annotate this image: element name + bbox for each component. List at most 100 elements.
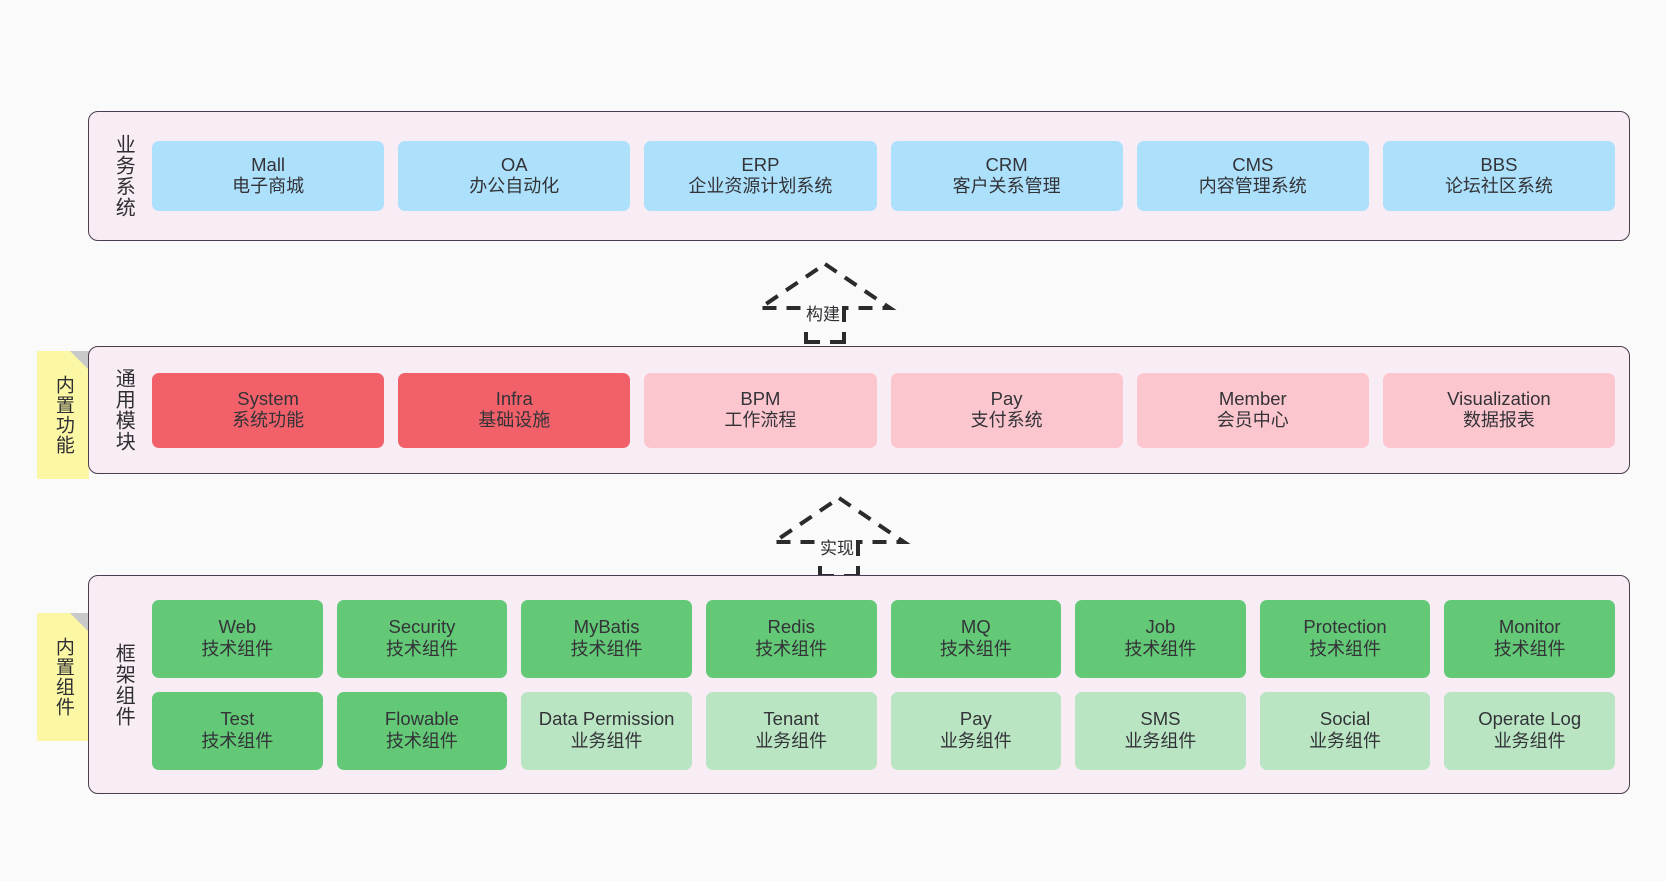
card-social[interactable]: Social 业务组件 — [1259, 691, 1431, 770]
card-subtitle: 技术组件 — [201, 638, 274, 659]
card-title: MQ — [960, 616, 991, 638]
card-title: Monitor — [1498, 616, 1561, 638]
card-title: Security — [388, 616, 456, 638]
card-subtitle: 基础设施 — [478, 410, 551, 431]
card-title: Member — [1218, 387, 1287, 409]
card-subtitle: 办公自动化 — [469, 176, 560, 197]
layer-framework-components: 框架组件 Web 技术组件 Security 技术组件 MyBatis 技术组件… — [88, 575, 1630, 794]
card-title: System — [237, 387, 299, 409]
card-title: Operate Log — [1478, 708, 1582, 730]
card-operate-log[interactable]: Operate Log 业务组件 — [1444, 691, 1615, 770]
card-subtitle: 技术组件 — [1493, 638, 1566, 659]
card-sms[interactable]: SMS 业务组件 — [1075, 691, 1246, 770]
card-subtitle: 技术组件 — [570, 638, 643, 659]
sticky-note-label: 内置功能 — [52, 375, 74, 455]
card-title: Social — [1319, 708, 1371, 730]
card-subtitle: 企业资源计划系统 — [688, 176, 833, 197]
connector-build: 构建 — [753, 261, 898, 344]
card-subtitle: 业务组件 — [1124, 730, 1197, 751]
card-system[interactable]: System 系统功能 — [152, 372, 385, 448]
card-member[interactable]: Member 会员中心 — [1136, 372, 1369, 448]
card-title: Protection — [1303, 616, 1387, 638]
layer-title-common-modules: 通用模块 — [112, 368, 135, 452]
card-security[interactable]: Security 技术组件 — [336, 599, 508, 678]
card-subtitle: 业务组件 — [755, 730, 828, 751]
card-subtitle: 技术组件 — [1309, 638, 1382, 659]
connector-implement-label: 实现 — [818, 534, 856, 559]
card-title: Visualization — [1447, 387, 1551, 409]
card-subtitle: 技术组件 — [201, 730, 274, 751]
card-oa[interactable]: OA 办公自动化 — [398, 141, 631, 211]
card-erp[interactable]: ERP 企业资源计划系统 — [644, 141, 877, 211]
card-subtitle: 业务组件 — [1309, 730, 1382, 751]
card-pay-component[interactable]: Pay 业务组件 — [890, 691, 1062, 770]
card-title: Mall — [251, 153, 286, 175]
card-subtitle: 技术组件 — [385, 638, 458, 659]
card-flowable[interactable]: Flowable 技术组件 — [336, 691, 508, 770]
layer-business-system: 业务系统 Mall 电子商城 OA 办公自动化 ERP 企业资源计划系统 CRM… — [88, 111, 1630, 241]
card-title: BPM — [740, 387, 781, 409]
card-title: Redis — [767, 616, 815, 638]
card-test[interactable]: Test 技术组件 — [152, 691, 323, 770]
card-crm[interactable]: CRM 客户关系管理 — [890, 141, 1123, 211]
card-subtitle: 内容管理系统 — [1198, 176, 1307, 197]
card-web[interactable]: Web 技术组件 — [152, 599, 323, 678]
card-title: Tenant — [763, 708, 819, 730]
card-title: ERP — [741, 153, 780, 175]
card-visualization[interactable]: Visualization 数据报表 — [1382, 372, 1616, 448]
card-infra[interactable]: Infra 基础设施 — [398, 372, 631, 448]
layer-body-business-system: Mall 电子商城 OA 办公自动化 ERP 企业资源计划系统 CRM 客户关系… — [144, 112, 1629, 240]
layer-title-business-system: 业务系统 — [112, 134, 135, 218]
card-cms[interactable]: CMS 内容管理系统 — [1136, 141, 1369, 211]
card-mq[interactable]: MQ 技术组件 — [890, 599, 1062, 678]
card-subtitle: 技术组件 — [939, 638, 1012, 659]
card-subtitle: 工作流程 — [724, 410, 797, 431]
sticky-note-builtin-features: 内置功能 — [37, 351, 89, 479]
card-subtitle: 数据报表 — [1462, 410, 1535, 431]
layer-common-modules: 通用模块 System 系统功能 Infra 基础设施 BPM 工作流程 Pay… — [88, 346, 1630, 474]
layer-title-framework-components: 框架组件 — [112, 642, 135, 727]
card-mybatis[interactable]: MyBatis 技术组件 — [521, 599, 692, 678]
card-subtitle: 会员中心 — [1216, 410, 1289, 431]
card-title: CMS — [1232, 153, 1274, 175]
card-pay-module[interactable]: Pay 支付系统 — [890, 372, 1123, 448]
card-job[interactable]: Job 技术组件 — [1075, 599, 1246, 678]
card-bbs[interactable]: BBS 论坛社区系统 — [1382, 141, 1616, 211]
card-subtitle: 客户关系管理 — [952, 176, 1061, 197]
card-title: Pay — [990, 387, 1023, 409]
card-title: CRM — [985, 153, 1028, 175]
card-bpm[interactable]: BPM 工作流程 — [644, 372, 877, 448]
card-tenant[interactable]: Tenant 业务组件 — [705, 691, 877, 770]
card-subtitle: 电子商城 — [232, 176, 305, 197]
card-subtitle: 技术组件 — [755, 638, 828, 659]
layer-body-common-modules: System 系统功能 Infra 基础设施 BPM 工作流程 Pay 支付系统… — [144, 347, 1629, 473]
card-title: OA — [500, 153, 528, 175]
card-subtitle: 技术组件 — [1124, 638, 1197, 659]
card-subtitle: 论坛社区系统 — [1444, 176, 1553, 197]
card-mall[interactable]: Mall 电子商城 — [152, 141, 385, 211]
card-monitor[interactable]: Monitor 技术组件 — [1444, 599, 1615, 678]
framework-row-technical: Web 技术组件 Security 技术组件 MyBatis 技术组件 Redi… — [152, 599, 1615, 678]
card-title: Infra — [495, 387, 533, 409]
card-subtitle: 业务组件 — [1493, 730, 1566, 751]
card-subtitle: 系统功能 — [232, 410, 305, 431]
sticky-note-builtin-components: 内置组件 — [37, 613, 89, 741]
card-redis[interactable]: Redis 技术组件 — [705, 599, 877, 678]
card-subtitle: 支付系统 — [970, 410, 1043, 431]
card-title: Flowable — [384, 708, 459, 730]
connector-build-label: 构建 — [804, 300, 842, 325]
card-title: Job — [1145, 616, 1176, 638]
card-data-permission[interactable]: Data Permission 业务组件 — [521, 691, 692, 770]
card-title: MyBatis — [573, 616, 640, 638]
connector-implement: 实现 — [767, 495, 912, 578]
layer-body-framework-components: Web 技术组件 Security 技术组件 MyBatis 技术组件 Redi… — [144, 576, 1629, 793]
card-title: Web — [218, 616, 257, 638]
card-subtitle: 技术组件 — [385, 730, 458, 751]
card-protection[interactable]: Protection 技术组件 — [1259, 599, 1431, 678]
card-title: Data Permission — [538, 708, 675, 730]
framework-row-business: Test 技术组件 Flowable 技术组件 Data Permission … — [152, 691, 1615, 770]
card-subtitle: 业务组件 — [570, 730, 643, 751]
card-subtitle: 业务组件 — [939, 730, 1012, 751]
card-title: Test — [220, 708, 255, 730]
